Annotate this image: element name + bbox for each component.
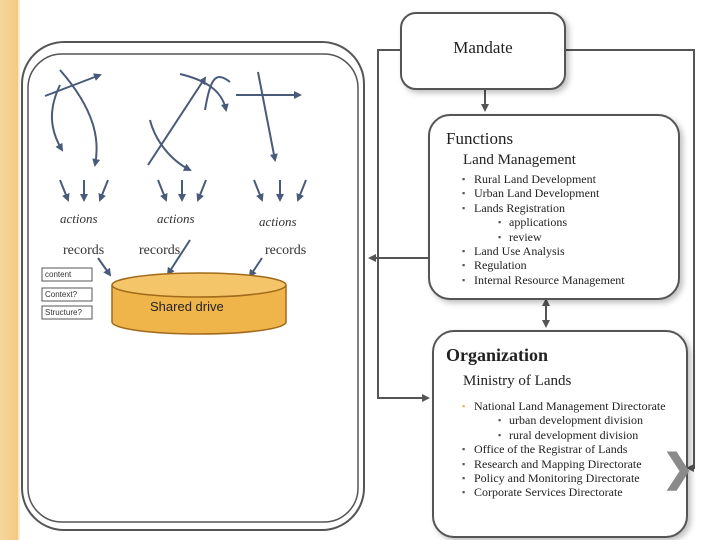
functions-item: Land Use Analysis (462, 244, 625, 259)
next-slide-chevron-icon[interactable]: ❯ (662, 448, 694, 490)
decorative-side-stripe (0, 0, 18, 540)
records-label: records (265, 243, 307, 258)
shared-drive-label: Shared drive (150, 299, 224, 314)
actions-label: actions (157, 211, 195, 226)
organization-item: Policy and Monitoring Directorate (462, 471, 666, 486)
organization-box: Organization Ministry of Lands National … (432, 330, 688, 538)
actions-label: actions (259, 214, 297, 229)
functions-item: Urban Land Development (462, 186, 625, 201)
action-arrow-clusters (59, 179, 307, 202)
functions-item: applications (462, 215, 625, 230)
organization-item: Corporate Services Directorate (462, 485, 666, 500)
functions-list: Rural Land DevelopmentUrban Land Develop… (462, 172, 625, 288)
organization-item: urban development division (462, 413, 666, 428)
organization-list: National Land Management Directorateurba… (462, 399, 666, 500)
records-label: records (63, 243, 105, 258)
actions-label: actions (60, 211, 98, 226)
decorative-side-stripe-edge (18, 0, 20, 540)
functions-item: Internal Resource Management (462, 273, 625, 288)
mandate-to-organization-connector (562, 49, 695, 472)
activity-scribble-arrows (44, 69, 302, 171)
structure-label: Structure? (45, 308, 82, 317)
shared-drive-cylinder (111, 272, 287, 335)
organization-item: National Land Management Directorate (462, 399, 666, 414)
organization-subheading: Ministry of Lands (463, 373, 572, 389)
functions-item: Regulation (462, 258, 625, 273)
left-panel-inner-frame (27, 53, 359, 523)
functions-item: Rural Land Development (462, 172, 625, 187)
content-label: content (45, 270, 72, 279)
mandate-left-connector (377, 49, 430, 402)
functions-item: review (462, 230, 625, 245)
organization-item: Research and Mapping Directorate (462, 457, 666, 472)
functions-heading: Functions (446, 129, 514, 148)
records-label: records (139, 243, 181, 258)
organization-item: Office of the Registrar of Lands (462, 442, 666, 457)
context-label-box (41, 287, 93, 302)
functions-item: Lands Registration (462, 201, 625, 216)
structure-label-box (41, 305, 93, 320)
functions-subheading: Land Management (463, 152, 576, 168)
records-to-drive-arrows (97, 239, 263, 278)
content-label-box (41, 267, 93, 282)
mandate-title: Mandate (453, 38, 513, 57)
organization-item: rural development division (462, 428, 666, 443)
mandate-box: Mandate (400, 12, 566, 90)
functions-box: Functions Land Management Rural Land Dev… (428, 114, 680, 300)
context-label: Context? (45, 290, 78, 299)
organization-heading: Organization (446, 345, 548, 365)
